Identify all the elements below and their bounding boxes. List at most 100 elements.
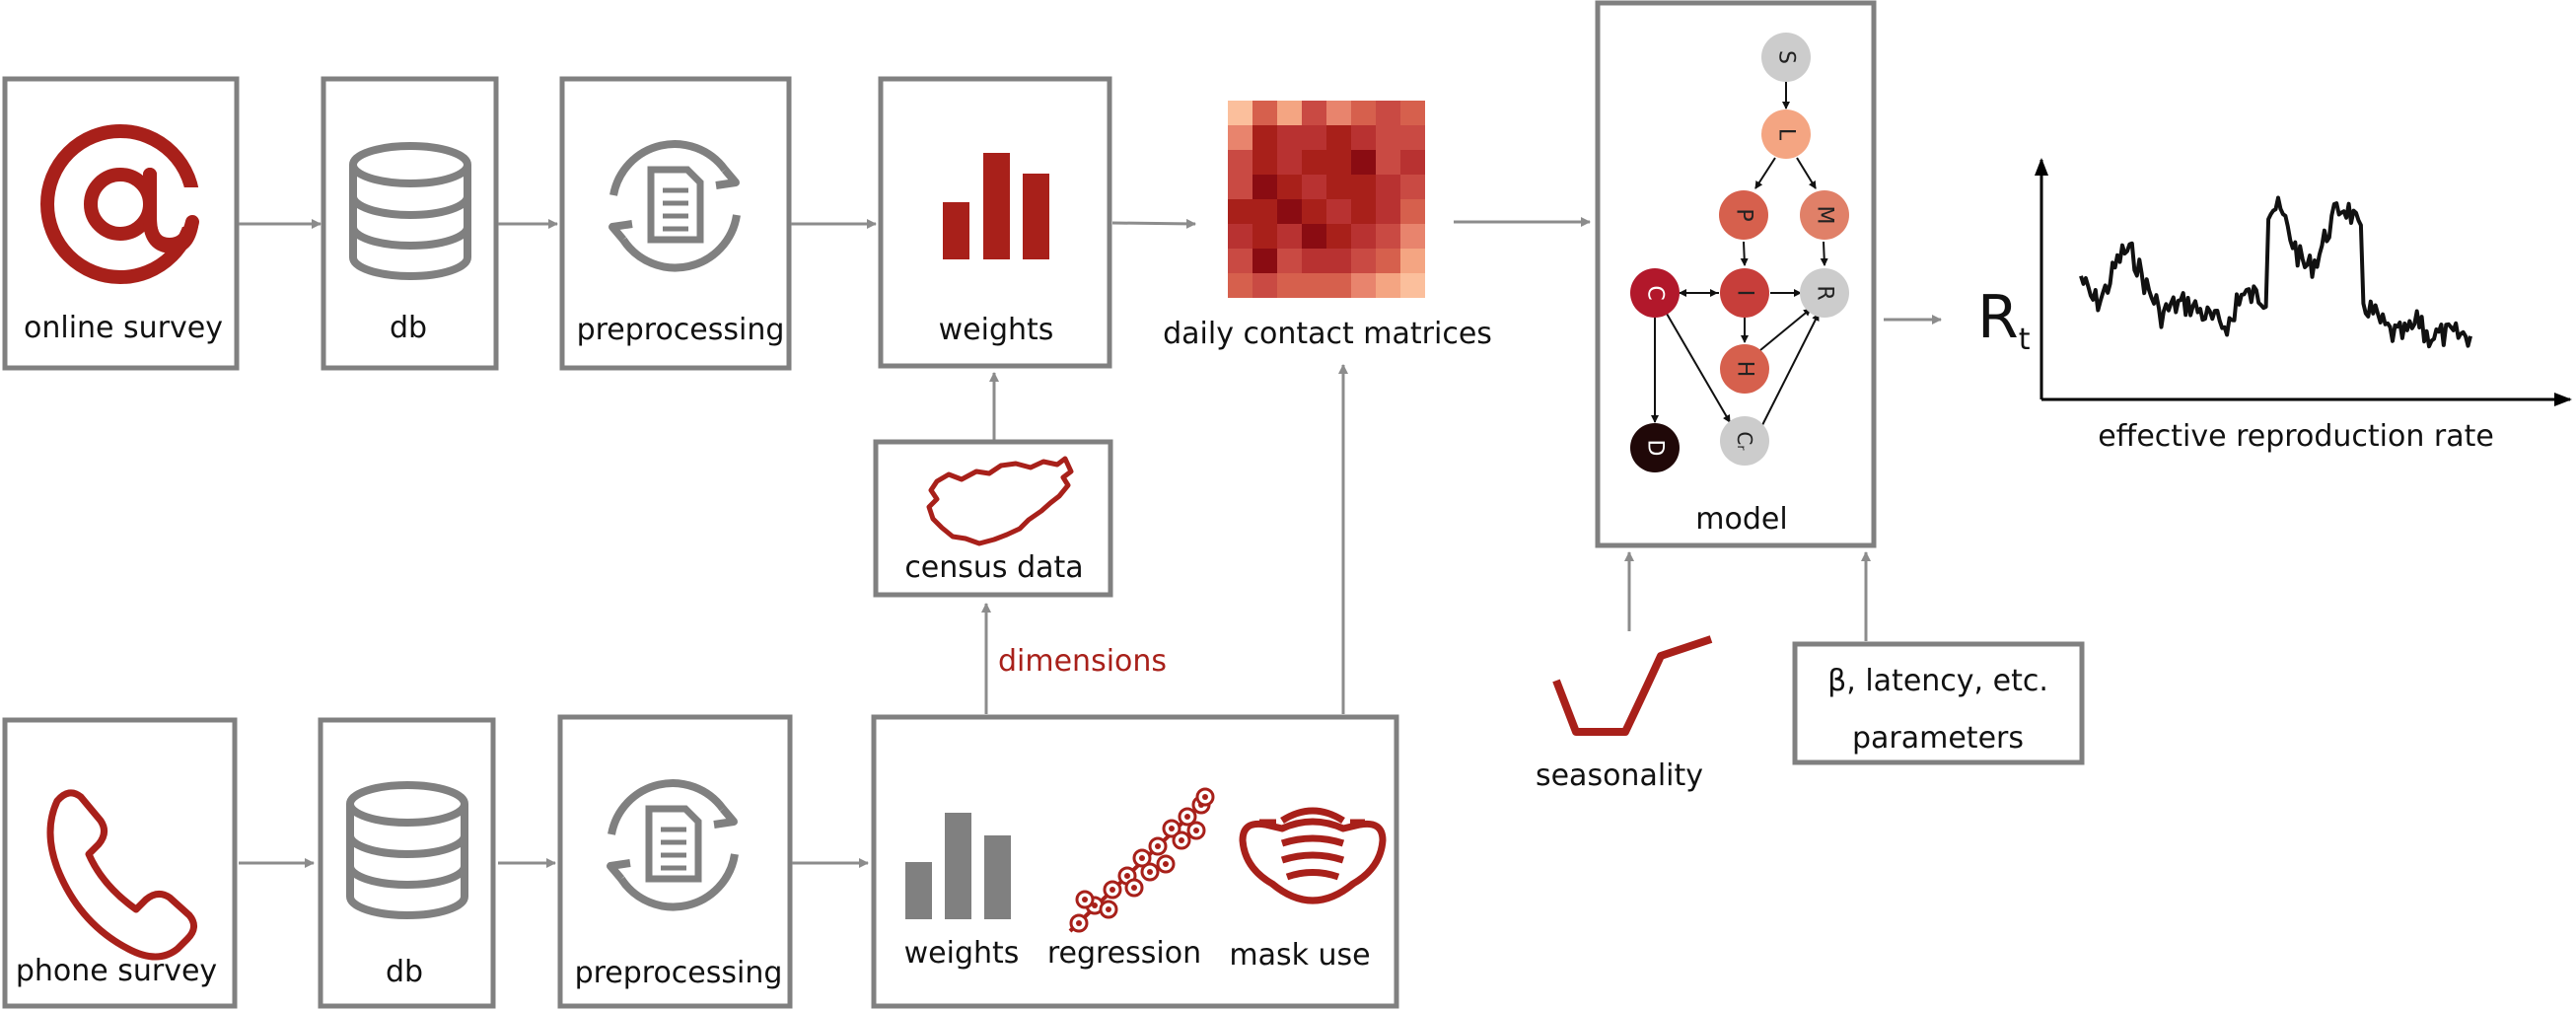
heatmap-cell	[1252, 125, 1277, 150]
node-Cr: Cᵣ	[1720, 416, 1769, 466]
heatmap-cell	[1228, 150, 1252, 175]
heatmap-cell	[1252, 273, 1277, 298]
node-I: I	[1720, 268, 1769, 318]
daily-contact-matrices-label: daily contact matrices	[1163, 317, 1492, 351]
hungary-map-icon	[926, 456, 1074, 546]
heatmap-cell	[1277, 224, 1302, 249]
weights-top-node: weights	[878, 76, 1112, 369]
parameters-line2: parameters	[1852, 721, 2024, 756]
svg-text:L: L	[1774, 128, 1799, 141]
rt-curve	[2079, 195, 2472, 349]
rt-output: Rt effective reproduction rate	[1977, 158, 2572, 454]
db-top-label: db	[390, 311, 427, 345]
heatmap-cell	[1351, 249, 1376, 273]
heatmap-cell	[1351, 199, 1376, 224]
mask-use-label: mask use	[1229, 938, 1370, 973]
db-bottom-node: db	[318, 717, 496, 1009]
svg-text:R: R	[1813, 285, 1837, 300]
svg-text:D: D	[1643, 440, 1668, 457]
heatmap-cell	[1376, 273, 1400, 298]
heatmap-cell	[1302, 125, 1326, 150]
heatmap-cell	[1277, 249, 1302, 273]
arrow-weights-to-matrices	[1111, 218, 1196, 229]
heatmap-cell	[1228, 125, 1252, 150]
regression-point-center-icon	[1179, 837, 1184, 843]
heatmap-cell	[1326, 101, 1351, 125]
seasonality-node: seasonality	[1536, 551, 1713, 793]
node-M: M	[1800, 190, 1849, 240]
online-survey-label: online survey	[24, 311, 223, 345]
daily-contact-matrices-node: daily contact matrices	[1163, 101, 1492, 351]
heatmap-cell	[1326, 125, 1351, 150]
dimensions-label: dimensions	[998, 644, 1167, 679]
face-mask-icon	[1239, 807, 1387, 904]
phone-survey-node: phone survey	[2, 717, 238, 1009]
heatmap-cell	[1228, 175, 1252, 199]
compartment-graph: S L P M I R C	[1630, 33, 1849, 472]
census-data-node: census data	[873, 439, 1113, 598]
svg-text:M: M	[1813, 206, 1837, 225]
heatmap-cell	[1376, 125, 1400, 150]
heatmap-cell	[1252, 249, 1277, 273]
heatmap-cell	[1376, 224, 1400, 249]
heatmap-cell	[1277, 199, 1302, 224]
heatmap-cell	[1302, 249, 1326, 273]
node-H: H	[1720, 344, 1769, 394]
heatmap-cell	[1302, 273, 1326, 298]
weights-top-label: weights	[939, 313, 1054, 347]
node-P: P	[1719, 190, 1768, 240]
heatmap-cell	[1228, 273, 1252, 298]
bar-chart-icon	[943, 153, 1049, 259]
heatmap-cell	[1351, 224, 1376, 249]
heatmap-cell	[1400, 150, 1425, 175]
heatmap-cell	[1351, 175, 1376, 199]
heatmap-cell	[1351, 150, 1376, 175]
database-icon	[346, 781, 468, 919]
heatmap-cell	[1400, 224, 1425, 249]
parameters-node: β, latency, etc. parameters	[1792, 551, 2085, 765]
heatmap-cell	[1326, 175, 1351, 199]
heatmap-cell	[1228, 249, 1252, 273]
svg-text:S: S	[1774, 50, 1799, 64]
regression-point-center-icon	[1163, 861, 1169, 867]
regression-point-center-icon	[1193, 828, 1199, 833]
regression-point-center-icon	[1155, 843, 1161, 849]
model-node: S L P M I R C	[1595, 0, 1877, 548]
heatmap-cell	[1326, 224, 1351, 249]
regression-icon	[1068, 787, 1215, 933]
node-S: S	[1761, 33, 1811, 82]
heatmap-cell	[1400, 101, 1425, 125]
heatmap-cell	[1277, 125, 1302, 150]
heatmap-cell	[1326, 249, 1351, 273]
heatmap-cell	[1252, 199, 1277, 224]
preprocessing-top-node: preprocessing	[559, 76, 792, 371]
regression-point-center-icon	[1106, 906, 1111, 912]
contact-matrix-heatmap	[1228, 101, 1425, 298]
heatmap-cell	[1351, 125, 1376, 150]
heatmap-cell	[1376, 101, 1400, 125]
regression-point-center-icon	[1092, 902, 1098, 908]
seasonality-curve-icon	[1552, 635, 1713, 736]
svg-text:P: P	[1732, 208, 1756, 221]
heatmap-cell	[1252, 224, 1277, 249]
heatmap-cell	[1252, 101, 1277, 125]
heatmap-cell	[1302, 175, 1326, 199]
heatmap-cell	[1228, 101, 1252, 125]
heatmap-cell	[1326, 273, 1351, 298]
regression-point-center-icon	[1082, 897, 1088, 902]
regression-point-center-icon	[1169, 826, 1175, 831]
heatmap-cell	[1302, 150, 1326, 175]
heatmap-cell	[1400, 125, 1425, 150]
seasonality-label: seasonality	[1536, 758, 1703, 793]
heatmap-cell	[1277, 150, 1302, 175]
svg-text:H: H	[1733, 361, 1757, 378]
phone-icon	[46, 789, 197, 961]
heatmap-cell	[1400, 249, 1425, 273]
regression-point-center-icon	[1184, 814, 1190, 820]
heatmap-cell	[1228, 199, 1252, 224]
heatmap-cell	[1277, 101, 1302, 125]
heatmap-cell	[1302, 224, 1326, 249]
document-refresh-icon	[607, 779, 739, 911]
heatmap-cell	[1376, 249, 1400, 273]
heatmap-cell	[1376, 175, 1400, 199]
